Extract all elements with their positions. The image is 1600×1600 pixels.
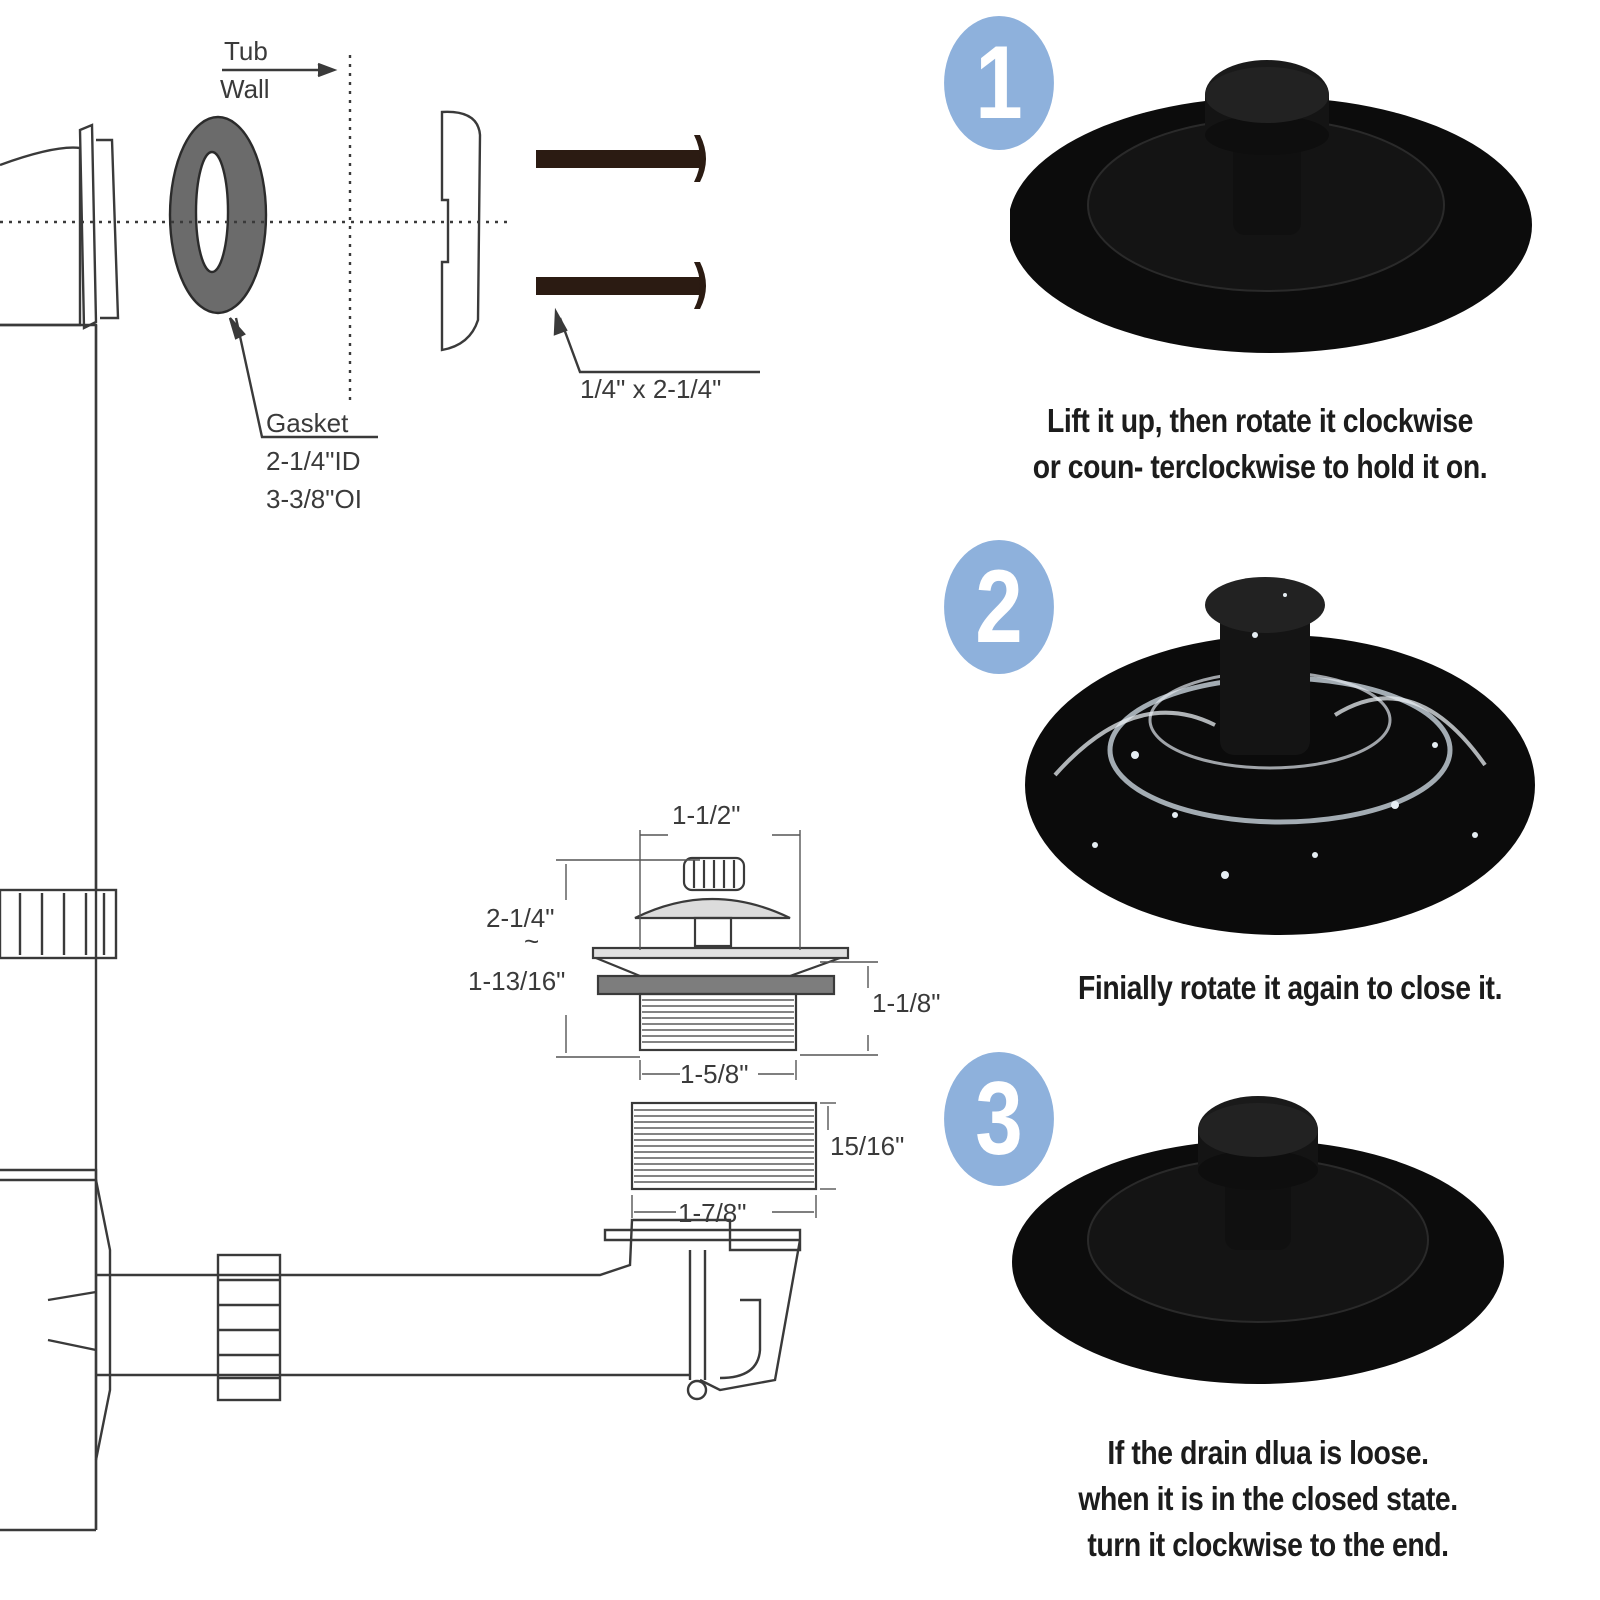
- screw-size-label: 1/4" x 2-1/4": [580, 374, 721, 404]
- gasket-label: Gasket: [266, 408, 349, 438]
- dim-adapter-width-label: 1-7/8": [678, 1198, 747, 1228]
- dim-height-max-label: 2-1/4": [486, 903, 555, 933]
- gasket-id-label: 2-1/4"ID: [266, 446, 361, 476]
- stopper-drawing: [591, 856, 850, 1191]
- step-1-caption-line1: Lift it up, then rotate it clockwise: [1046, 402, 1474, 439]
- vertical-pipe: [0, 323, 98, 1530]
- gasket-ring: [168, 115, 268, 315]
- tub-wall-label-line1: Tub: [224, 36, 268, 66]
- screw-top: [536, 135, 706, 182]
- arm-nut: [216, 1253, 282, 1402]
- screw-bottom: [536, 262, 706, 309]
- stopper-closed-image: [1012, 1096, 1504, 1384]
- tub-wall-label-line2: Wall: [220, 74, 270, 104]
- dimension-lines: [556, 830, 878, 1218]
- gasket-od-label: 3-3/8"OI: [266, 484, 362, 514]
- overflow-faceplate: [440, 110, 482, 352]
- dim-height-tilde: ~: [524, 926, 539, 956]
- dim-thread-width-label: 1-5/8": [680, 1059, 749, 1089]
- step-2-badge: 2: [944, 540, 1054, 674]
- drain-installation-diagram: Tub Wall Gasket 2-1/4"ID 3-3/8"OI 1/4" x…: [0, 36, 941, 1532]
- step-3-caption-line1: If the drain dlua is loose.: [1107, 1434, 1429, 1471]
- pipe-coupling: [0, 1170, 96, 1530]
- step-1-caption-line2: or coun- terclockwise to hold it on.: [1032, 448, 1488, 485]
- dim-flange-height-label: 1-1/8": [872, 988, 941, 1018]
- stopper-water-splash-image: [1025, 577, 1535, 935]
- dim-height-min-label: 1-13/16": [468, 966, 565, 996]
- step-1-caption: Lift it up, then rotate it clockwise or …: [1002, 398, 1518, 490]
- overflow-elbow: [0, 146, 82, 327]
- step-3-caption-line2: when it is in the closed state.: [1078, 1480, 1458, 1517]
- step-3-caption-line3: turn it clockwise to the end.: [1087, 1526, 1449, 1563]
- step-2-caption-line1: Finially rotate it again to close it.: [1077, 969, 1503, 1006]
- overflow-flange: [78, 123, 120, 330]
- stopper-open-image: [1010, 60, 1532, 353]
- step-3-caption: If the drain dlua is loose. when it is i…: [1010, 1430, 1526, 1568]
- dim-top-width-label: 1-1/2": [672, 800, 741, 830]
- waste-arm: [96, 1218, 802, 1392]
- step-1-badge: 1: [944, 16, 1054, 150]
- waste-tee: [0, 1178, 112, 1532]
- step-2-caption: Finially rotate it again to close it.: [1032, 965, 1548, 1011]
- linkage-knob: [686, 1379, 708, 1401]
- slip-nut: [0, 888, 118, 960]
- step-3-badge: 3: [944, 1052, 1054, 1186]
- dim-adapter-height-label: 15/16": [830, 1131, 904, 1161]
